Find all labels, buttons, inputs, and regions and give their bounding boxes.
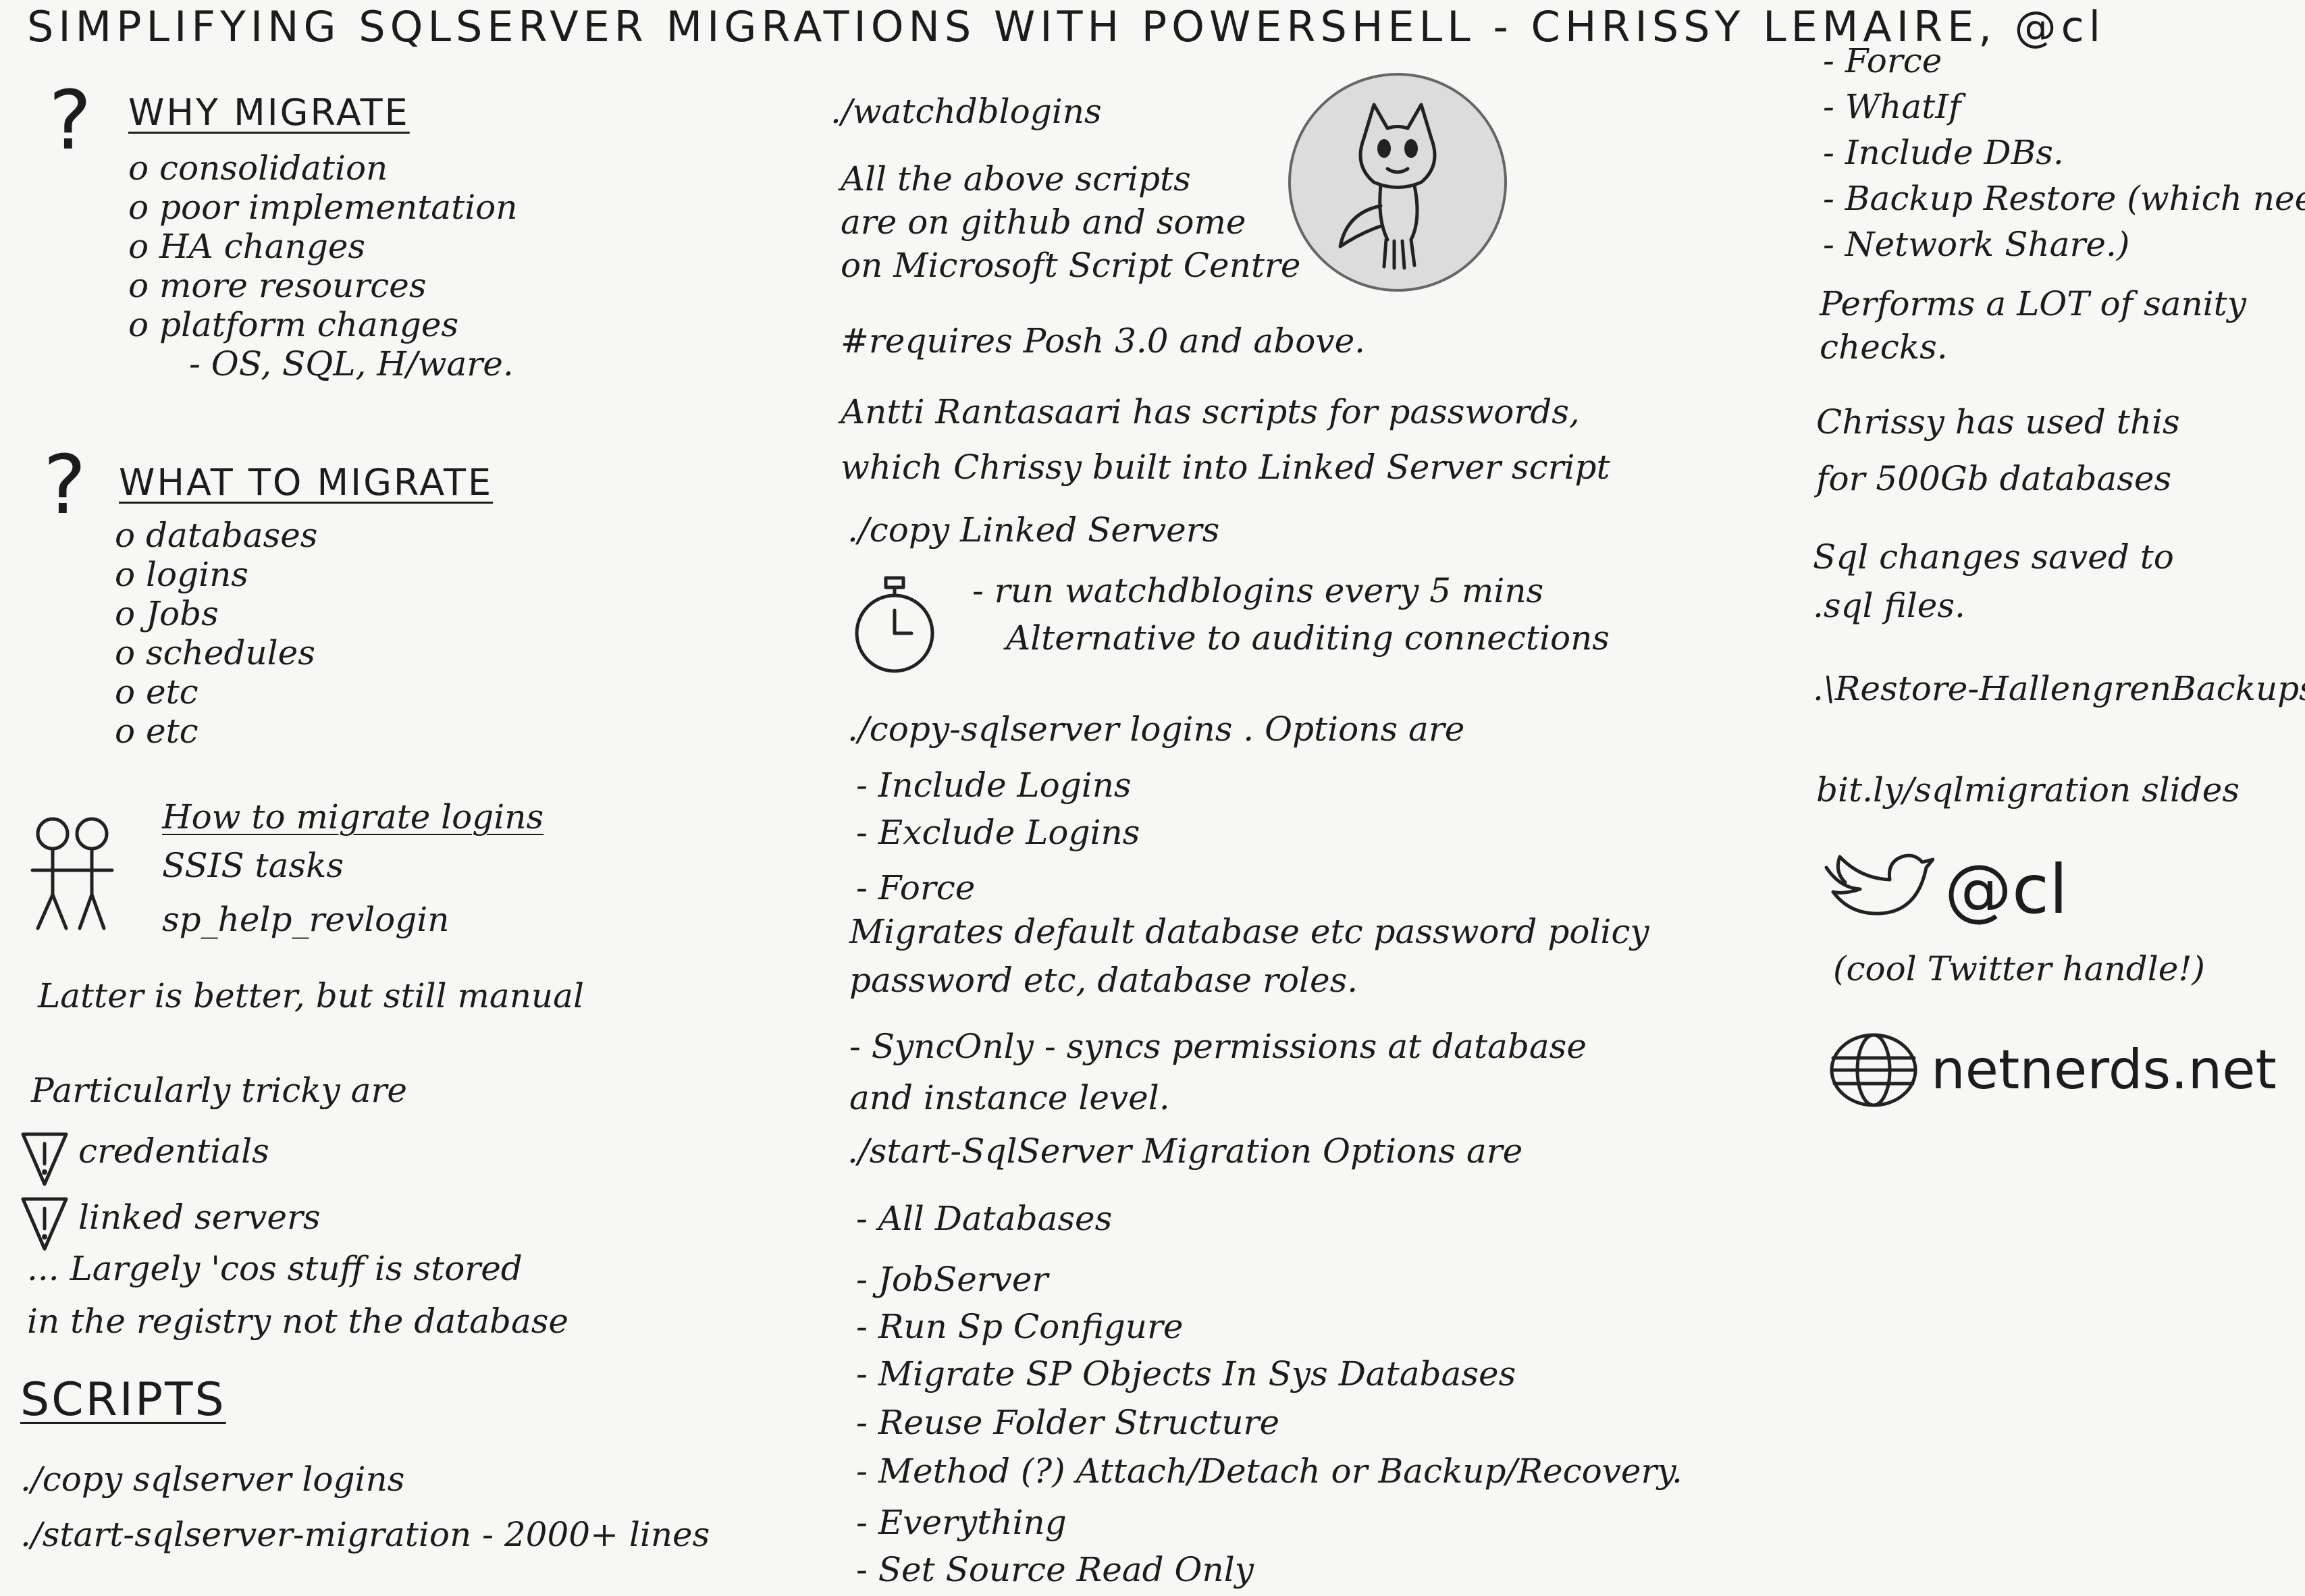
website-link: netnerds.net xyxy=(1931,1038,2277,1101)
tricky-item: linked servers xyxy=(78,1198,321,1237)
what-item: o etc xyxy=(115,672,198,712)
sanity-line: checks. xyxy=(1820,327,1948,367)
scripts-heading: SCRIPTS xyxy=(20,1373,226,1427)
github-line: are on github and some xyxy=(841,203,1246,242)
tricky-intro: Particularly tricky are xyxy=(31,1071,407,1110)
login-options: - Include Logins - Exclude Logins - Forc… xyxy=(856,768,1140,914)
stopwatch-icon xyxy=(855,576,934,673)
twitter-bird-icon xyxy=(1824,853,1934,915)
what-item: o databases xyxy=(115,516,318,555)
what-item: o schedules xyxy=(115,633,315,672)
question-mark-icon: ? xyxy=(49,74,92,168)
page-title: SIMPLIFYING SQLSERVER MIGRATIONS WITH PO… xyxy=(27,2,2105,51)
right-option: - Include DBs. xyxy=(1823,133,2064,172)
tricky-note: ... Largely 'cos stuff is stored in the … xyxy=(27,1252,568,1352)
warning-icon xyxy=(21,1132,68,1186)
github-note: All the above scripts are on github and … xyxy=(841,162,1300,292)
scripts-item: ./start-sqlserver-migration - 2000+ line… xyxy=(20,1515,710,1554)
tricky-note-line: ... Largely 'cos stuff is stored xyxy=(27,1249,523,1288)
start-option: - Reuse Folder Structure xyxy=(856,1403,1280,1442)
copy-logins-script: ./copy-sqlserver logins . Options are xyxy=(847,710,1465,749)
timer-note: - run watchdblogins every 5 mins Alterna… xyxy=(972,574,1610,655)
login-option: - Include Logins xyxy=(856,766,1132,805)
login-option: - Force xyxy=(856,868,976,907)
used-note: Chrissy has used this for 500Gb database… xyxy=(1816,405,2180,505)
right-options: - Force - WhatIf - Include DBs. - Backup… xyxy=(1823,44,2305,273)
antti-line: which Chrissy built into Linked Server s… xyxy=(841,448,1610,487)
scripts-item: ./copy sqlserver logins xyxy=(20,1460,405,1499)
why-sub-item: - OS, SQL, H/ware. xyxy=(189,344,514,383)
github-line: on Microsoft Script Centre xyxy=(841,246,1301,285)
start-option: - JobServer xyxy=(856,1260,1049,1299)
logins-heading: How to migrate logins xyxy=(162,797,544,836)
twitter-handle-note: (cool Twitter handle!) xyxy=(1833,949,2205,988)
why-item: o poor implementation xyxy=(128,188,518,227)
used-line: Chrissy has used this xyxy=(1816,402,2180,442)
logins-item: sp_help_revlogin xyxy=(162,900,450,939)
warning-icon xyxy=(21,1197,68,1251)
start-option: - Migrate SP Objects In Sys Databases xyxy=(856,1354,1516,1393)
octocat-icon xyxy=(1288,73,1507,292)
logins-section: How to migrate logins SSIS tasks sp_help… xyxy=(162,800,544,950)
sync-note: - SyncOnly - syncs permissions at databa… xyxy=(849,1030,1587,1124)
timer-line: Alternative to auditing connections xyxy=(1006,618,1610,658)
requires-note: #requires Posh 3.0 and above. xyxy=(841,321,1366,361)
what-item: o etc xyxy=(115,712,198,751)
why-item: o consolidation xyxy=(128,149,388,188)
start-option: - Everything xyxy=(856,1503,1067,1542)
antti-line: Antti Rantasaari has scripts for passwor… xyxy=(841,392,1580,431)
start-options: - All Databases - JobServer - Run Sp Con… xyxy=(856,1202,1683,1593)
sanity-line: Performs a LOT of sanity xyxy=(1820,284,2247,323)
start-option: - Run Sp Configure xyxy=(856,1307,1184,1346)
sanity-note: Performs a LOT of sanity checks. xyxy=(1820,287,2246,373)
tricky-note-line: in the registry not the database xyxy=(27,1302,569,1341)
login-option: - Exclude Logins xyxy=(856,813,1140,852)
start-option: - Set Source Read Only xyxy=(856,1550,1254,1589)
globe-icon xyxy=(1830,1033,1917,1107)
what-to-migrate-heading: WHAT TO MIGRATE xyxy=(119,461,494,504)
what-to-migrate-section: WHAT TO MIGRATE o databases o logins o J… xyxy=(115,461,494,753)
watchdblogins-script: ./watchdblogins xyxy=(830,92,1102,131)
why-item: o platform changes xyxy=(128,305,459,344)
stick-figures-icon xyxy=(30,817,114,930)
right-option: - Backup Restore (which needs xyxy=(1823,179,2305,218)
migrates-note: Migrates default database etc password p… xyxy=(849,915,1649,1007)
slides-link: bit.ly/sqlmigration slides xyxy=(1816,770,2240,809)
what-item: o Jobs xyxy=(115,594,219,633)
right-option: - WhatIf xyxy=(1823,87,1961,126)
migrates-line: password etc, database roles. xyxy=(849,961,1358,1000)
twitter-handle: @cl xyxy=(1944,850,2068,929)
timer-line: - run watchdblogins every 5 mins xyxy=(972,571,1544,610)
why-migrate-section: WHY MIGRATE o consolidation o poor imple… xyxy=(128,95,518,386)
tricky-item: credentials xyxy=(78,1132,269,1171)
start-option: - Method (?) Attach/Detach or Backup/Rec… xyxy=(856,1452,1683,1491)
sql-line: .sql files. xyxy=(1813,586,1965,625)
why-migrate-heading: WHY MIGRATE xyxy=(128,91,410,134)
right-option: - Force xyxy=(1823,41,1942,80)
restore-script: .\Restore-HallengrenBackups xyxy=(1813,669,2305,708)
copy-linked-servers-script: ./copy Linked Servers xyxy=(847,510,1220,550)
used-line: for 500Gb databases xyxy=(1816,459,2172,498)
sync-line: - SyncOnly - syncs permissions at databa… xyxy=(849,1027,1587,1066)
why-item: o HA changes xyxy=(128,227,366,266)
github-line: All the above scripts xyxy=(841,159,1191,198)
right-option: - Network Share.) xyxy=(1823,225,2130,264)
logins-note: Latter is better, but still manual xyxy=(38,976,584,1015)
migrates-line: Migrates default database etc password p… xyxy=(849,912,1649,951)
why-item: o more resources xyxy=(128,266,427,305)
logins-item: SSIS tasks xyxy=(162,846,344,885)
antti-note: Antti Rantasaari has scripts for passwor… xyxy=(841,395,1610,498)
scripts-section: SCRIPTS ./copy sqlserver logins ./start-… xyxy=(20,1377,710,1558)
sql-note: Sql changes saved to .sql files. xyxy=(1813,540,2174,632)
what-item: o logins xyxy=(115,555,248,594)
sql-line: Sql changes saved to xyxy=(1813,537,2174,577)
start-option: - All Databases xyxy=(856,1199,1113,1238)
question-mark-icon: ? xyxy=(43,439,86,533)
start-migration-script: ./start-SqlServer Migration Options are xyxy=(847,1132,1523,1171)
sync-line: and instance level. xyxy=(849,1078,1170,1117)
